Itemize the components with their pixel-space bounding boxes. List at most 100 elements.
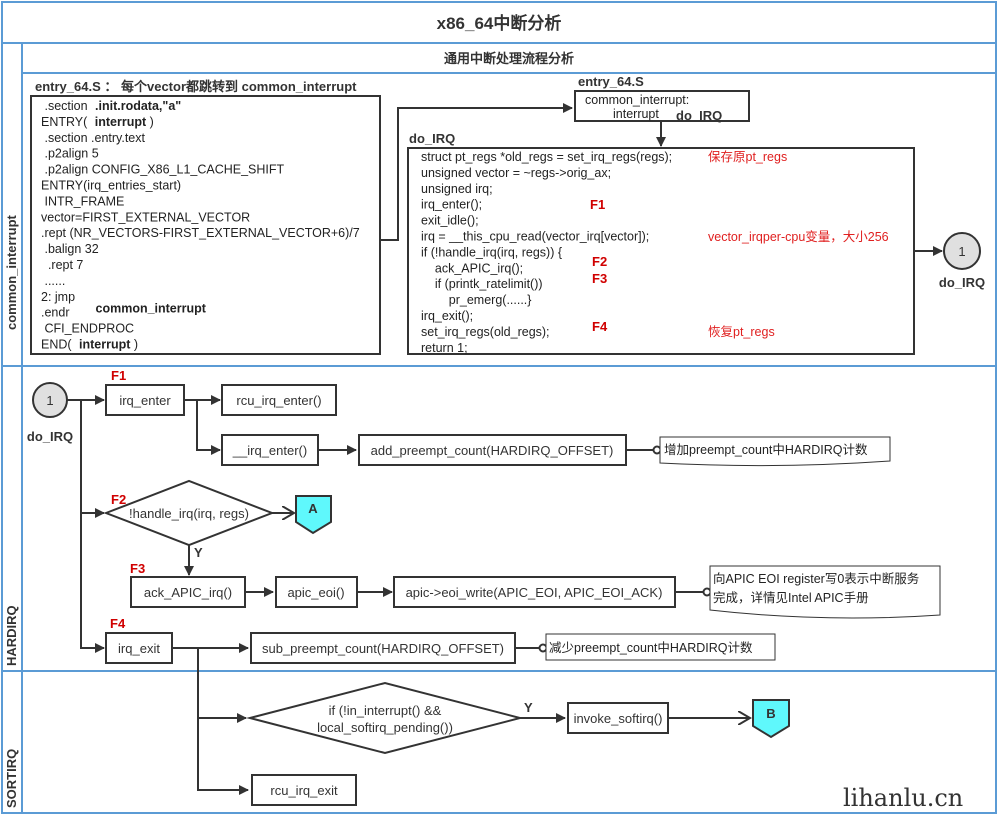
connector-label: do_IRQ <box>27 429 73 444</box>
do-irq-code-line: if (printk_ratelimit()) <box>421 277 543 291</box>
rcu-irq-enter-label: rcu_irq_enter() <box>236 393 321 408</box>
rcu-irq-exit-label: rcu_irq_exit <box>270 783 338 798</box>
yes-label: Y <box>524 700 533 715</box>
invoke-softirq-label: invoke_softirq() <box>574 711 663 726</box>
offpage-a-label: A <box>308 501 318 516</box>
offpage-connector-a <box>295 495 332 535</box>
add-preempt-label: add_preempt_count(HARDIRQ_OFFSET) <box>371 443 614 458</box>
rcu-irq-enter-box <box>221 384 337 416</box>
connector-number: 1 <box>46 393 53 408</box>
eoi-write-label: apic->eoi_write(APIC_EOI, APIC_EOI_ACK) <box>406 585 663 600</box>
entry-code-line: 2: jmp <box>41 290 75 304</box>
flow-arrow <box>197 648 249 795</box>
diagram-title: x86_64中断分析 <box>437 13 562 33</box>
connector-1-out <box>943 232 981 270</box>
common-box-line1: common_interrupt: <box>585 93 689 107</box>
entry-code-line: .balign 32 <box>41 242 99 256</box>
offpage-b-label: B <box>766 706 775 721</box>
add-preempt-note-text: 增加preempt_count中HARDIRQ计数 <box>664 442 868 457</box>
entry-code-line: ...... <box>41 274 65 288</box>
marker-f2: F2 <box>592 254 607 269</box>
flow-arrow <box>380 103 573 241</box>
apic-eoi-box <box>275 576 358 608</box>
entry-code-line: ENTRY( interrupt ) <box>41 115 154 129</box>
do-irq-box-header: do_IRQ <box>409 131 455 146</box>
common-box-line2: interrupt <box>613 107 659 121</box>
irq-exit-label: irq_exit <box>118 641 160 656</box>
entry-code-line: ENTRY(irq_entries_start) <box>41 179 181 193</box>
lane-label-softirq: SORTIRQ <box>4 749 19 808</box>
marker-f1: F1 <box>590 197 605 212</box>
entry-code-line: .section .entry.text <box>41 131 146 145</box>
sub-preempt-box <box>250 632 516 664</box>
flow-arrow <box>80 400 105 653</box>
do-irq-code-line: irq = __this_cpu_read(vector_irq[vector]… <box>421 230 649 244</box>
do-irq-code-line: irq_exit(); <box>421 309 473 323</box>
do-irq-code-line: unsigned vector = ~regs->orig_ax; <box>421 166 611 180</box>
ack-apic-label: ack_APIC_irq() <box>144 585 232 600</box>
entry-code-line: .p2align 5 <box>41 147 99 161</box>
marker-f3: F3 <box>130 561 145 576</box>
entry-code-line: CFI_ENDPROC <box>41 322 134 336</box>
do-irq-code-line: exit_idle(); <box>421 214 479 228</box>
entry-code-lines: .section .init.rodata,"a" ENTRY( interrup… <box>41 99 360 352</box>
offpage-connector-b <box>752 699 790 739</box>
do-irq-code-line: struct pt_regs *old_regs = set_irq_regs(… <box>421 150 672 164</box>
sub-preempt-label: sub_preempt_count(HARDIRQ_OFFSET) <box>262 641 504 656</box>
entry-code-line: INTR_FRAME <box>41 194 124 208</box>
flow-arrow <box>196 400 221 455</box>
do-irq-code-line: return 1; <box>421 341 468 355</box>
entry-code-line: END( interrupt ) <box>41 338 138 352</box>
yes-label: Y <box>194 545 203 560</box>
softirq-cond-line2: local_softirq_pending()) <box>317 720 453 735</box>
note-save-regs: 保存原pt_regs <box>708 150 787 164</box>
sub-preempt-note-text: 减少preempt_count中HARDIRQ计数 <box>549 640 753 655</box>
note-vector-irq: vector_irqper-cpu变量，大小256 <box>708 229 889 244</box>
note-restore-regs: 恢复pt_regs <box>708 325 775 339</box>
connector-number: 1 <box>958 244 965 259</box>
do-irq-code-line: set_irq_regs(old_regs); <box>421 325 550 339</box>
ack-apic-box <box>130 576 246 608</box>
irq-enter-box <box>105 384 185 416</box>
lane-label-common-interrupt: common_interrupt <box>4 214 19 330</box>
entry-code-line: .section .init.rodata,"a" <box>41 99 181 113</box>
watermark: lihanlu.cn <box>843 784 963 812</box>
do-irq-code-line: ack_APIC_irq(); <box>421 261 523 275</box>
do-irq-code-line: pr_emerg(......} <box>421 293 531 307</box>
common-interrupt-box <box>574 90 750 122</box>
eoi-note <box>709 565 941 619</box>
note-anchor-icon <box>702 587 712 597</box>
common-box-target: do_IRQ <box>676 108 722 123</box>
softirq-decision <box>246 681 524 755</box>
eoi-write-box <box>393 576 676 608</box>
entry-code-line: .rept (NR_VECTORS-FIRST_EXTERNAL_VECTOR+… <box>41 226 360 240</box>
marker-f3: F3 <box>592 271 607 286</box>
note-anchor-icon <box>652 445 662 455</box>
lane-label-hardirq: HARDIRQ <box>4 605 19 666</box>
marker-f1: F1 <box>111 368 126 383</box>
do-irq-code-lines: struct pt_regs *old_regs = set_irq_regs(… <box>421 150 672 355</box>
marker-f2: F2 <box>111 492 126 507</box>
irq-enter-label: irq_enter <box>119 393 171 408</box>
entry-code-line: .rept 7 <box>41 258 83 272</box>
irq-enter-inner-label: __irq_enter() <box>232 443 307 458</box>
do-irq-code-line: irq_enter(); <box>421 198 482 212</box>
eoi-note-line1: 向APIC EOI register写0表示中断服务 <box>713 571 919 586</box>
common-box-header: entry_64.S <box>578 74 644 89</box>
do-irq-code-box <box>407 147 915 355</box>
sub-preempt-note <box>545 633 776 661</box>
do-irq-code-line: if (!handle_irq(irq, regs)) { <box>421 245 562 259</box>
note-anchor-icon <box>538 643 548 653</box>
entry-code-line: .p2align CONFIG_X86_L1_CACHE_SHIFT <box>41 163 285 177</box>
marker-f4: F4 <box>110 616 126 631</box>
softirq-cond-line1: if (!in_interrupt() && <box>329 703 442 718</box>
add-preempt-note <box>659 436 891 467</box>
entry-box-header: entry_64.S ： 每个vector都跳转到 common_interru… <box>35 79 357 94</box>
do-irq-code-line: unsigned irq; <box>421 182 493 196</box>
handle-irq-label: !handle_irq(irq, regs) <box>129 506 249 521</box>
entry-code-line: vector=FIRST_EXTERNAL_VECTOR <box>41 210 250 224</box>
diagram-subtitle: 通用中断处理流程分析 <box>444 51 574 66</box>
